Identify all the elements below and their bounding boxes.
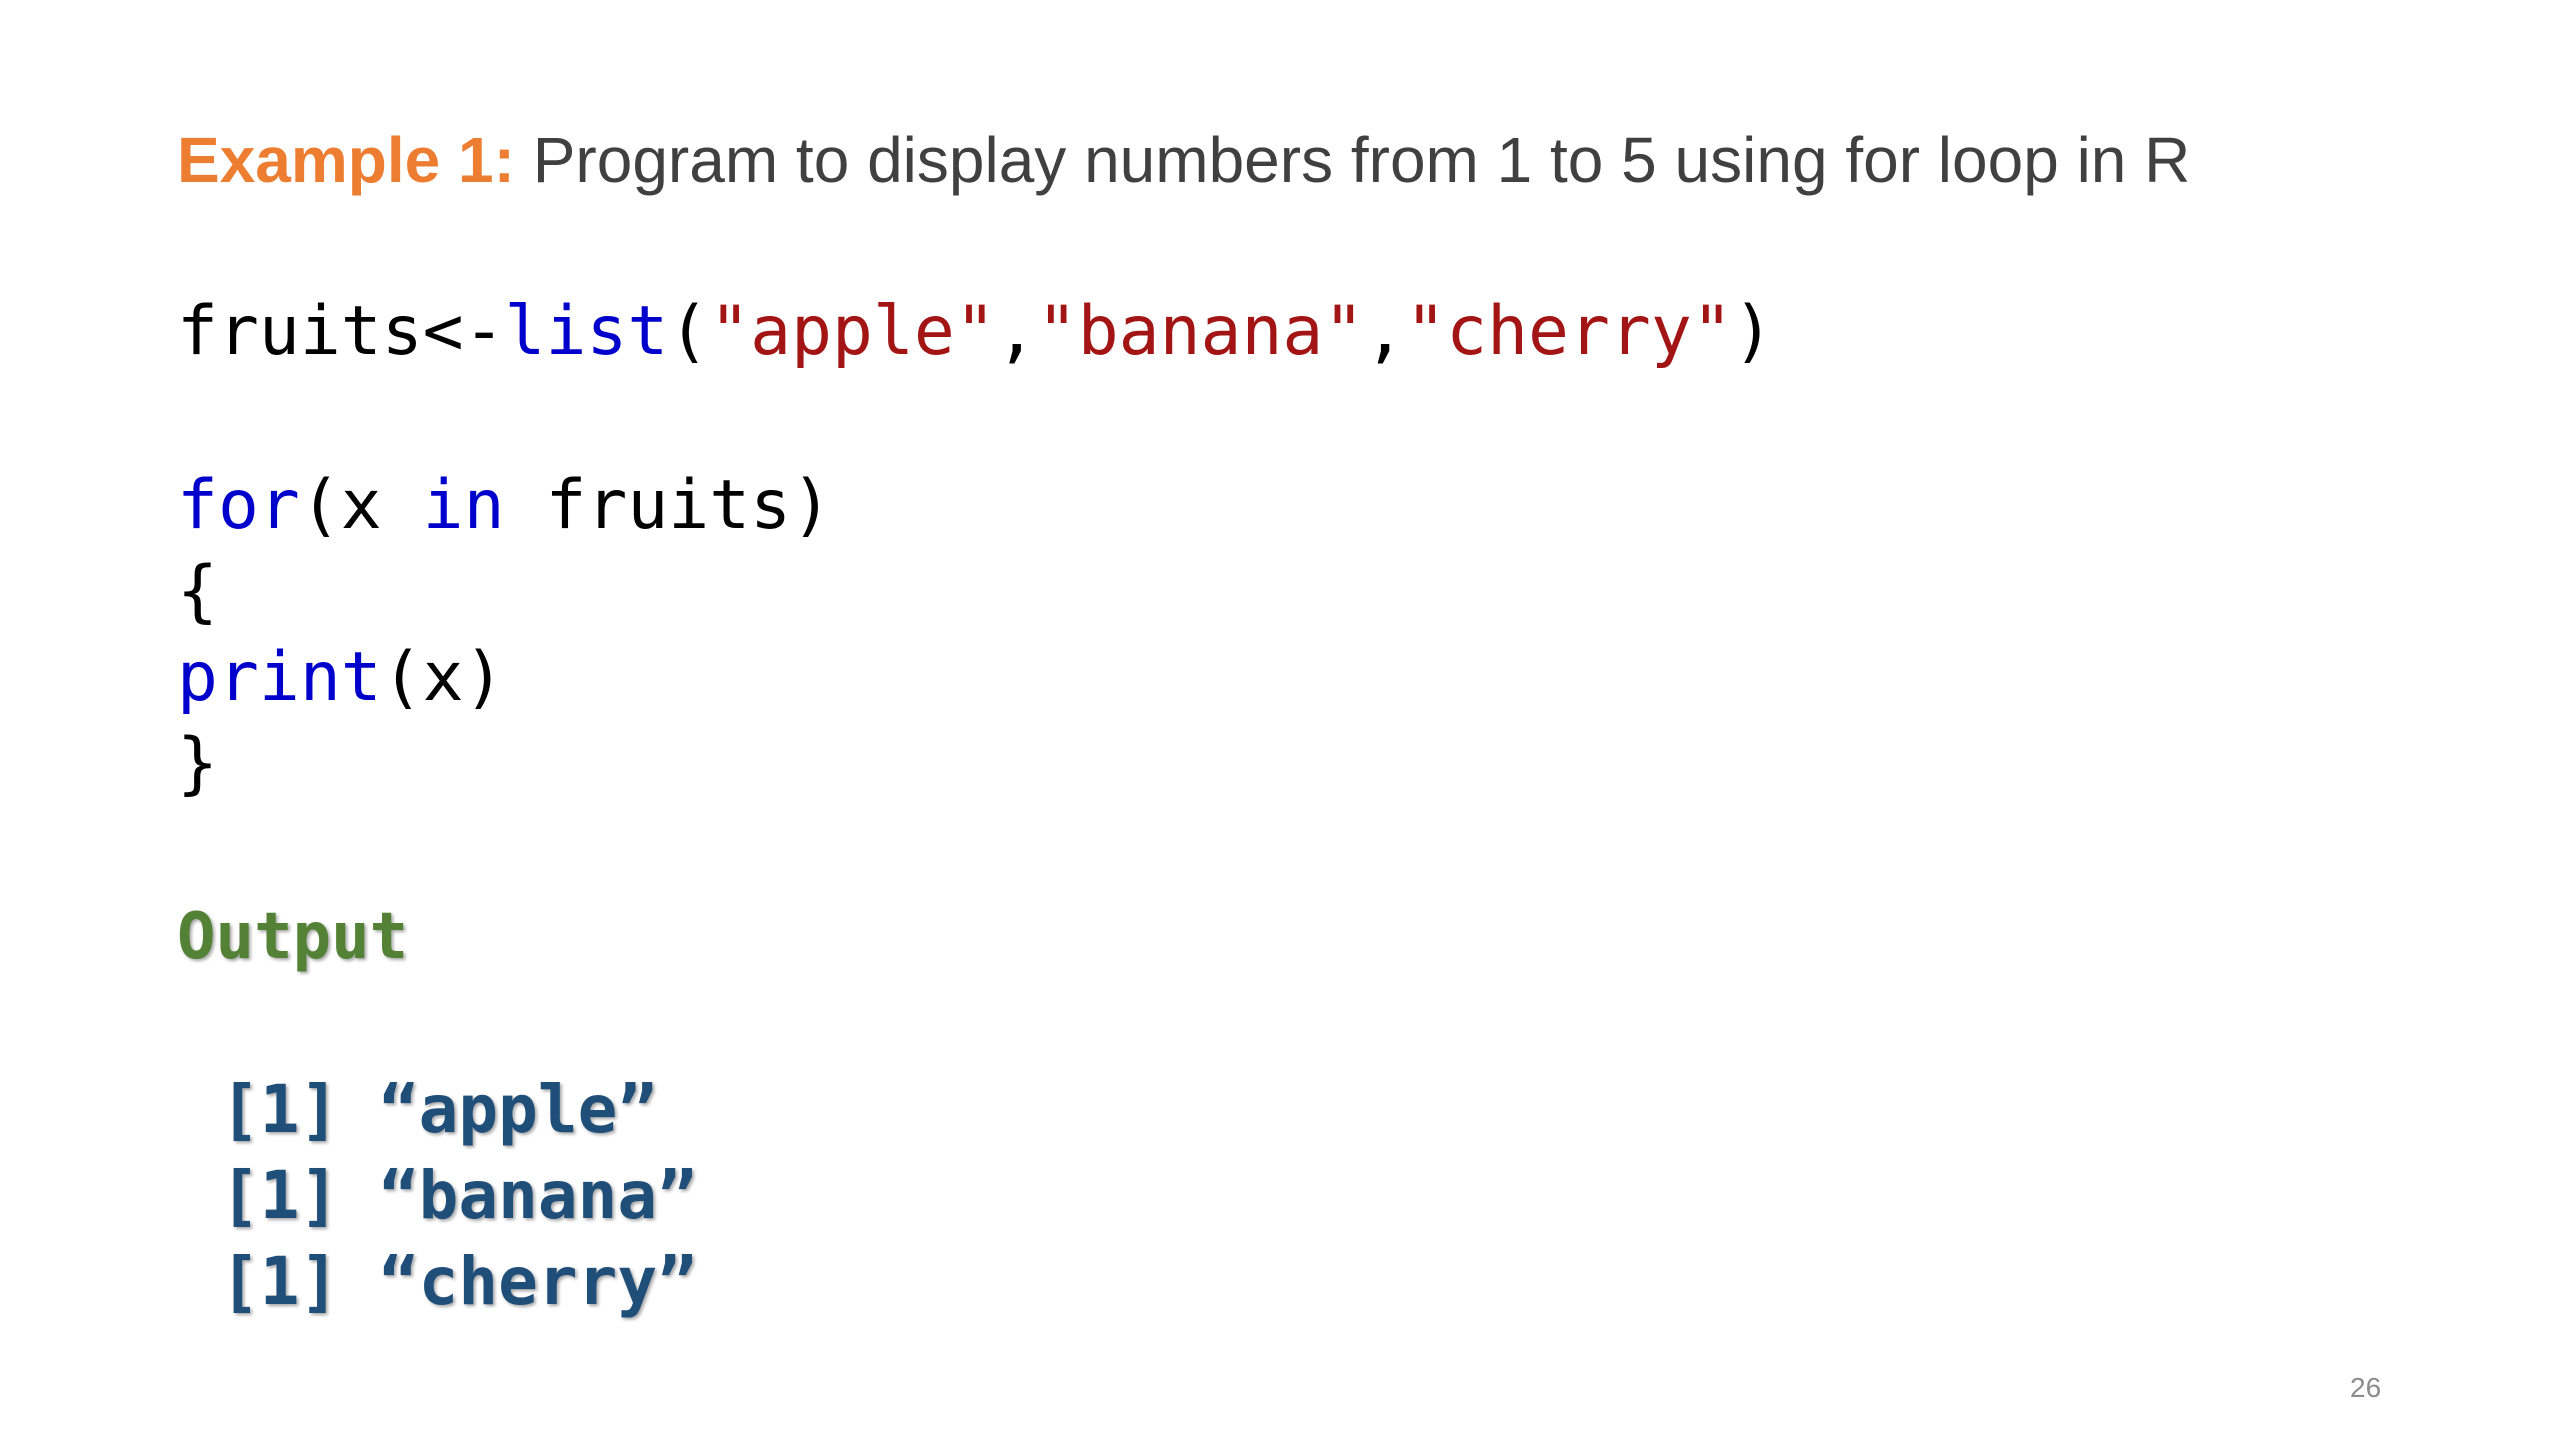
slide-title: Example 1: Program to display numbers fr… bbox=[177, 118, 2190, 202]
code-comma-1: , bbox=[995, 292, 1037, 371]
code-string-cherry: "cherry" bbox=[1405, 292, 1733, 371]
code-kw-for: for bbox=[177, 466, 300, 545]
code-line-list: fruits<-list("apple","banana","cherry") bbox=[177, 290, 1774, 374]
code-var: fruits<- bbox=[177, 292, 505, 371]
code-for-rest: fruits) bbox=[504, 466, 833, 545]
code-line-brace-close: } bbox=[177, 724, 218, 803]
code-string-apple: "apple" bbox=[709, 292, 996, 371]
page-number: 26 bbox=[2350, 1372, 2382, 1403]
output-line-3: [1] “cherry” bbox=[220, 1243, 697, 1320]
code-paren-open: ( bbox=[668, 292, 710, 371]
output-line-2: [1] “banana” bbox=[220, 1157, 697, 1234]
title-text: Program to display numbers from 1 to 5 u… bbox=[514, 124, 2191, 196]
title-prefix: Example 1: bbox=[177, 124, 515, 196]
code-kw-in: in bbox=[422, 466, 505, 545]
code-line-print: print(x) bbox=[177, 636, 505, 720]
code-line-brace-open: { bbox=[177, 552, 218, 631]
code-for-open: (x bbox=[299, 466, 423, 545]
code-paren-close: ) bbox=[1732, 292, 1774, 371]
code-fn-list: list bbox=[504, 292, 669, 371]
code-string-banana: "banana" bbox=[1036, 292, 1365, 371]
code-comma-2: , bbox=[1364, 292, 1406, 371]
code-fn-print: print bbox=[177, 638, 382, 717]
output-line-1: [1] “apple” bbox=[220, 1071, 658, 1148]
code-print-rest: (x) bbox=[381, 638, 505, 717]
output-heading: Output bbox=[177, 900, 409, 974]
code-line-for: for(x in fruits) bbox=[177, 464, 832, 548]
